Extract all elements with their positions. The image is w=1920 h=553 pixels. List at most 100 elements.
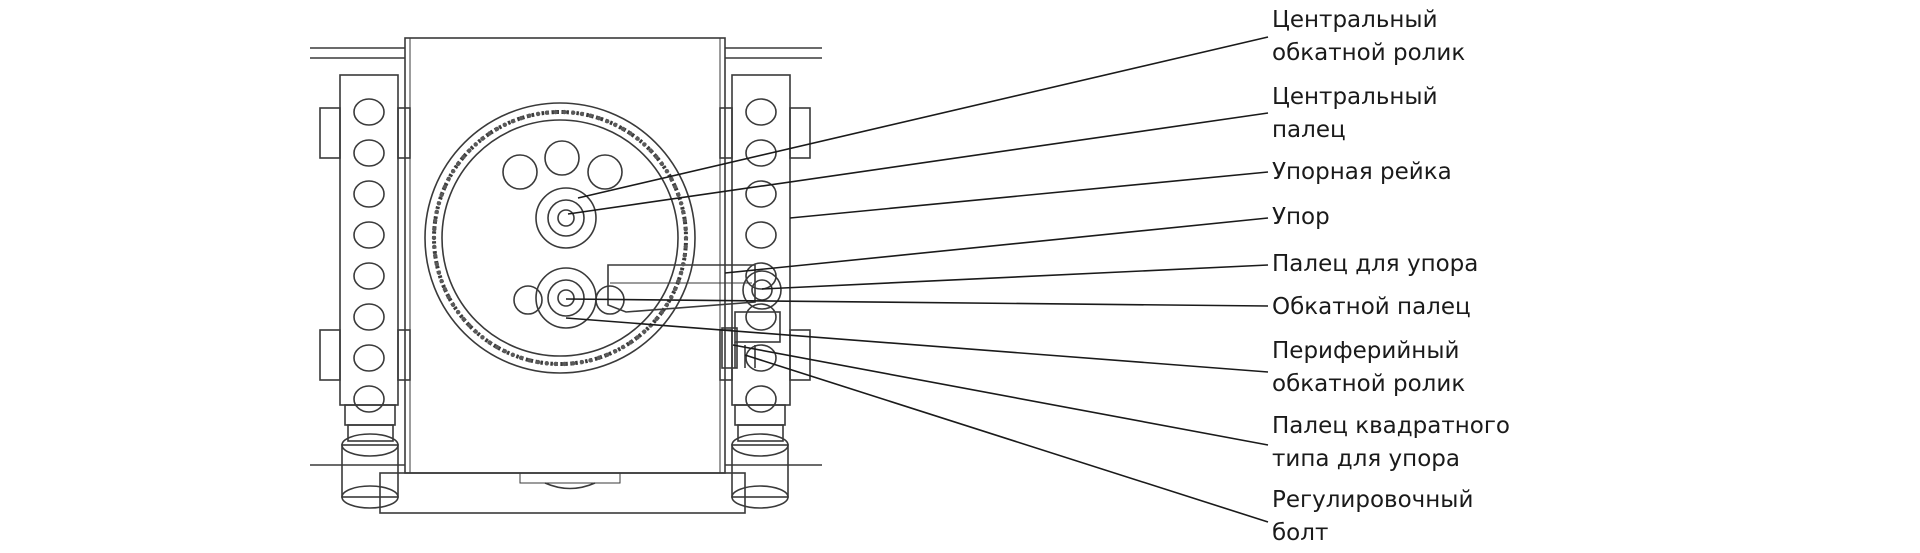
rail-hole [745,303,777,331]
disc-tooth [659,161,665,167]
leader-stop-rail [789,171,1269,219]
disc-tooth [628,131,633,136]
disc-tooth [676,192,681,198]
disc-tooth [605,352,610,357]
left-adjusting-bolt [341,424,399,509]
disc-tooth [439,278,444,284]
disc-tooth [434,262,439,267]
rail-hole [745,98,777,126]
disc-tooth [480,136,485,141]
rail-hole [353,262,385,290]
rail-hole [353,344,385,372]
disc-tooth [571,361,576,366]
disc-tooth [461,316,466,322]
disc-tooth [432,244,437,249]
square-stop-pin-block [721,311,781,369]
disc-tooth [669,176,674,181]
disc-tooth [678,270,684,275]
disc-tooth [669,295,674,300]
disc-tooth [439,192,444,198]
left-stop-rail [319,74,411,426]
disc-tooth [455,161,461,167]
right-adjusting-bolt [731,424,789,509]
leader-peripheral-rolling-roller [565,317,1269,373]
disc-tooth [455,309,461,315]
disc-tooth [613,349,618,354]
bottom-plate [379,472,746,514]
label-stop-pin: Палец для упора [1272,251,1479,277]
rail-hole [353,180,385,208]
rail-hole [353,385,385,413]
leader-stop-pin [761,264,1269,290]
disc-tooth [446,295,451,300]
disc-tooth [588,358,593,363]
label-stop-rail: Упорная рейка [1272,159,1452,185]
disc-tooth [527,113,532,118]
label-stop: Упор [1272,204,1330,230]
rail-hole [353,221,385,249]
disc-tooth [431,235,437,241]
disc-tooth [562,109,567,115]
disc-tooth [433,253,438,258]
label-rolling-pin: Обкатной палец [1272,294,1471,320]
disc-tooth [635,335,640,340]
rail-hole [745,139,777,167]
leader-rolling-pin [565,298,1269,307]
leader-central-pin [567,112,1269,215]
disc-tooth [473,329,478,334]
disc-tooth [628,340,633,345]
disc-tooth [450,169,456,174]
disc-tooth [442,184,448,189]
disc-tooth [681,209,686,214]
disc-tooth [620,126,626,132]
disc-tooth [613,122,618,128]
disc-tooth [494,126,500,132]
disc-tooth [502,122,507,128]
disc-tooth [467,148,472,153]
disc-tooth [487,131,492,136]
disc-tooth [450,302,456,307]
leader-square-stop-pin [732,344,1269,446]
disc-tooth [681,262,686,267]
disc-tooth [642,329,647,334]
leader-central-rolling-roller [577,36,1269,199]
disc-tooth [635,136,640,141]
disc-tooth [434,209,439,214]
disc-tooth [553,361,558,367]
disc-tooth [683,244,688,249]
disc-tooth [683,227,688,232]
disc-tooth [502,349,507,354]
disc-tooth [659,309,665,315]
rail-hole [745,385,777,413]
disc-tooth [433,218,438,223]
disc-tooth [596,355,602,360]
rolling-pin-roller [535,267,597,329]
disc-tooth [544,110,549,115]
rail-hole [353,139,385,167]
disc-tooth [461,154,466,160]
disc-tooth [446,176,451,181]
disc-tooth [436,201,442,206]
right-stop-rail [719,74,811,426]
disc-tooth [436,270,442,275]
disc-tooth [442,287,448,292]
disc-tooth [510,119,515,124]
disc-tooth [596,116,602,121]
rail-hole [745,180,777,208]
disc-tooth [487,340,492,345]
disc-tooth [664,302,670,307]
disc-tooth [510,352,515,357]
disc-tooth [579,359,585,365]
disc-tooth [544,361,549,366]
disc-tooth [664,169,670,174]
disc-tooth [562,361,567,367]
disc-tooth [518,116,524,121]
stop-pin-circle [742,270,782,310]
disc-tooth [535,111,541,117]
rail-hole [745,262,777,290]
